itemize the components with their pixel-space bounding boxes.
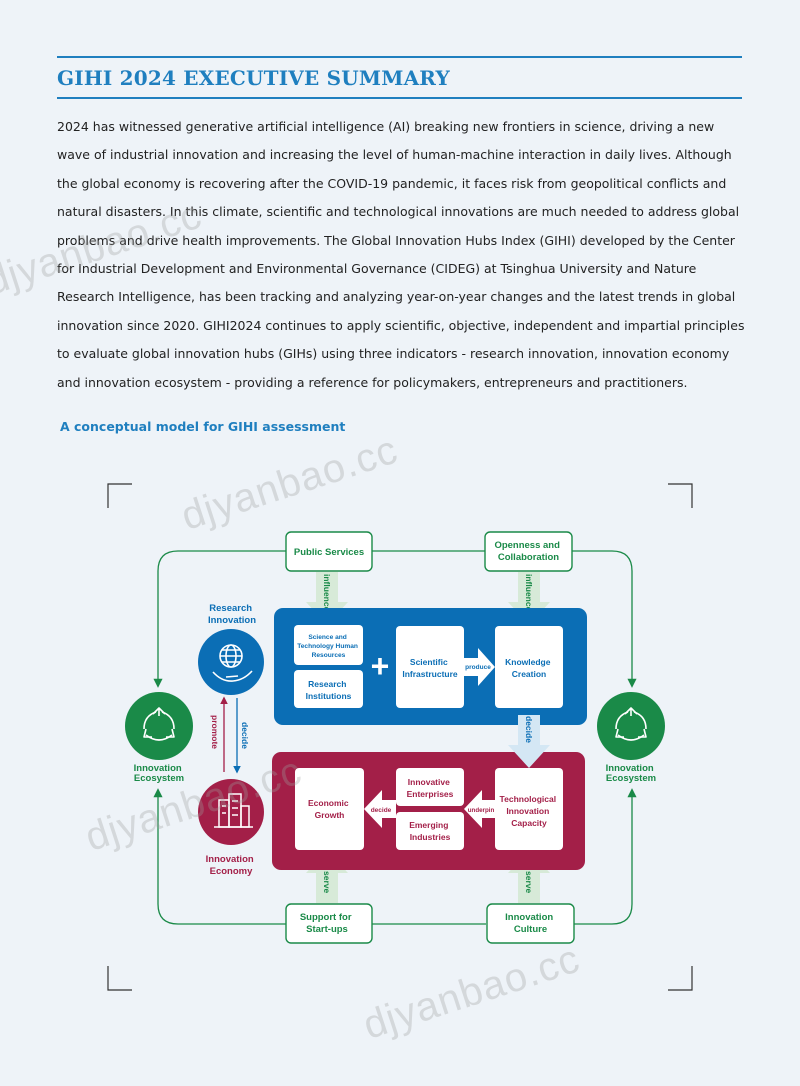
recycle-icon-right (615, 707, 647, 741)
corner-brackets (107, 483, 693, 991)
plus-sign: + (371, 648, 390, 684)
svg-text:Science and Technology Hum: Science and Technology Human Resources (297, 634, 360, 659)
decide-side-label: decide (240, 722, 250, 749)
technological-innovation-capacity-box (495, 768, 563, 850)
outer-connector-lines (153, 550, 637, 925)
decide-arrow-center: decide (508, 715, 550, 768)
innovation-economy-label: Innovation Economy (206, 854, 257, 877)
innovative-enterprises-box (396, 768, 464, 806)
promote-label: promote (210, 715, 220, 749)
recycle-icon-left (143, 707, 175, 741)
summary-paragraph: 2024 has witnessed generative artificial… (57, 119, 745, 390)
emerging-industries-box (396, 812, 464, 850)
svg-text:Innovative Enterprises: Innovative Enterprises (407, 777, 454, 799)
svg-text:Openness and Collaboration: Openness and Collaboration (494, 540, 562, 563)
openness-collaboration-box (484, 531, 573, 572)
support-startups-box (285, 903, 373, 944)
research-institutions-box (294, 670, 363, 708)
produce-arrow: produce (463, 648, 495, 686)
svg-text:underpin: underpin (468, 807, 495, 814)
economic-growth-box (295, 768, 364, 850)
innovation-ecosystem-left-label: Innovation Ecosystem (134, 763, 185, 784)
figure-caption: A conceptual model for GIHI assessment (60, 419, 346, 434)
svg-text:produce: produce (465, 664, 491, 671)
svg-text:Support for Start-ups: Support for Start-ups (300, 912, 354, 935)
svg-text:serve: serve (322, 871, 332, 893)
public-services-box (285, 531, 373, 572)
svg-text:Technological Innovation: Technological Innovation Capacity (500, 794, 559, 828)
svg-text:decide: decide (371, 807, 392, 814)
svg-text:decide: decide (524, 716, 534, 743)
svg-text:Knowledge Creation: Knowledge Creation (505, 657, 553, 679)
decide-arrow-econ: decide (364, 790, 396, 828)
underpin-arrow: underpin (464, 790, 495, 828)
innovation-culture-box (486, 903, 575, 944)
svg-text:influence: influence (322, 574, 332, 612)
svg-text:Emerging Industries: Emerging Industries (409, 820, 451, 842)
innovation-ecosystem-right-label: Innovation Ecosystem (606, 763, 657, 784)
research-innovation-label: Research Innovation (208, 603, 256, 626)
svg-text:serve: serve (524, 871, 534, 893)
title-rule (57, 97, 742, 99)
top-rule (57, 56, 742, 58)
svg-text:Public Services: Public Services (294, 547, 364, 558)
svg-text:Scientific Infrastructure: Scientific Infrastructure (402, 657, 458, 679)
sthr-box (294, 625, 363, 665)
knowledge-creation-box (495, 626, 563, 708)
city-buildings-icon (214, 793, 253, 828)
svg-text:Innovation Culture: Innovation Culture (505, 912, 556, 935)
innovation-ecosystem-right-circle (597, 692, 665, 760)
innovation-ecosystem-left-circle (125, 692, 193, 760)
svg-text:Economic Growth: Economic Growth (308, 798, 351, 820)
page-title: GIHI 2024 EXECUTIVE SUMMARY (57, 66, 450, 90)
svg-text:influence: influence (524, 574, 534, 612)
globe-hand-icon (212, 644, 253, 682)
innovation-economy-circle (198, 779, 264, 845)
svg-text:Research Institutions: Research Institutions (306, 679, 352, 701)
scientific-infrastructure-box (396, 626, 464, 708)
